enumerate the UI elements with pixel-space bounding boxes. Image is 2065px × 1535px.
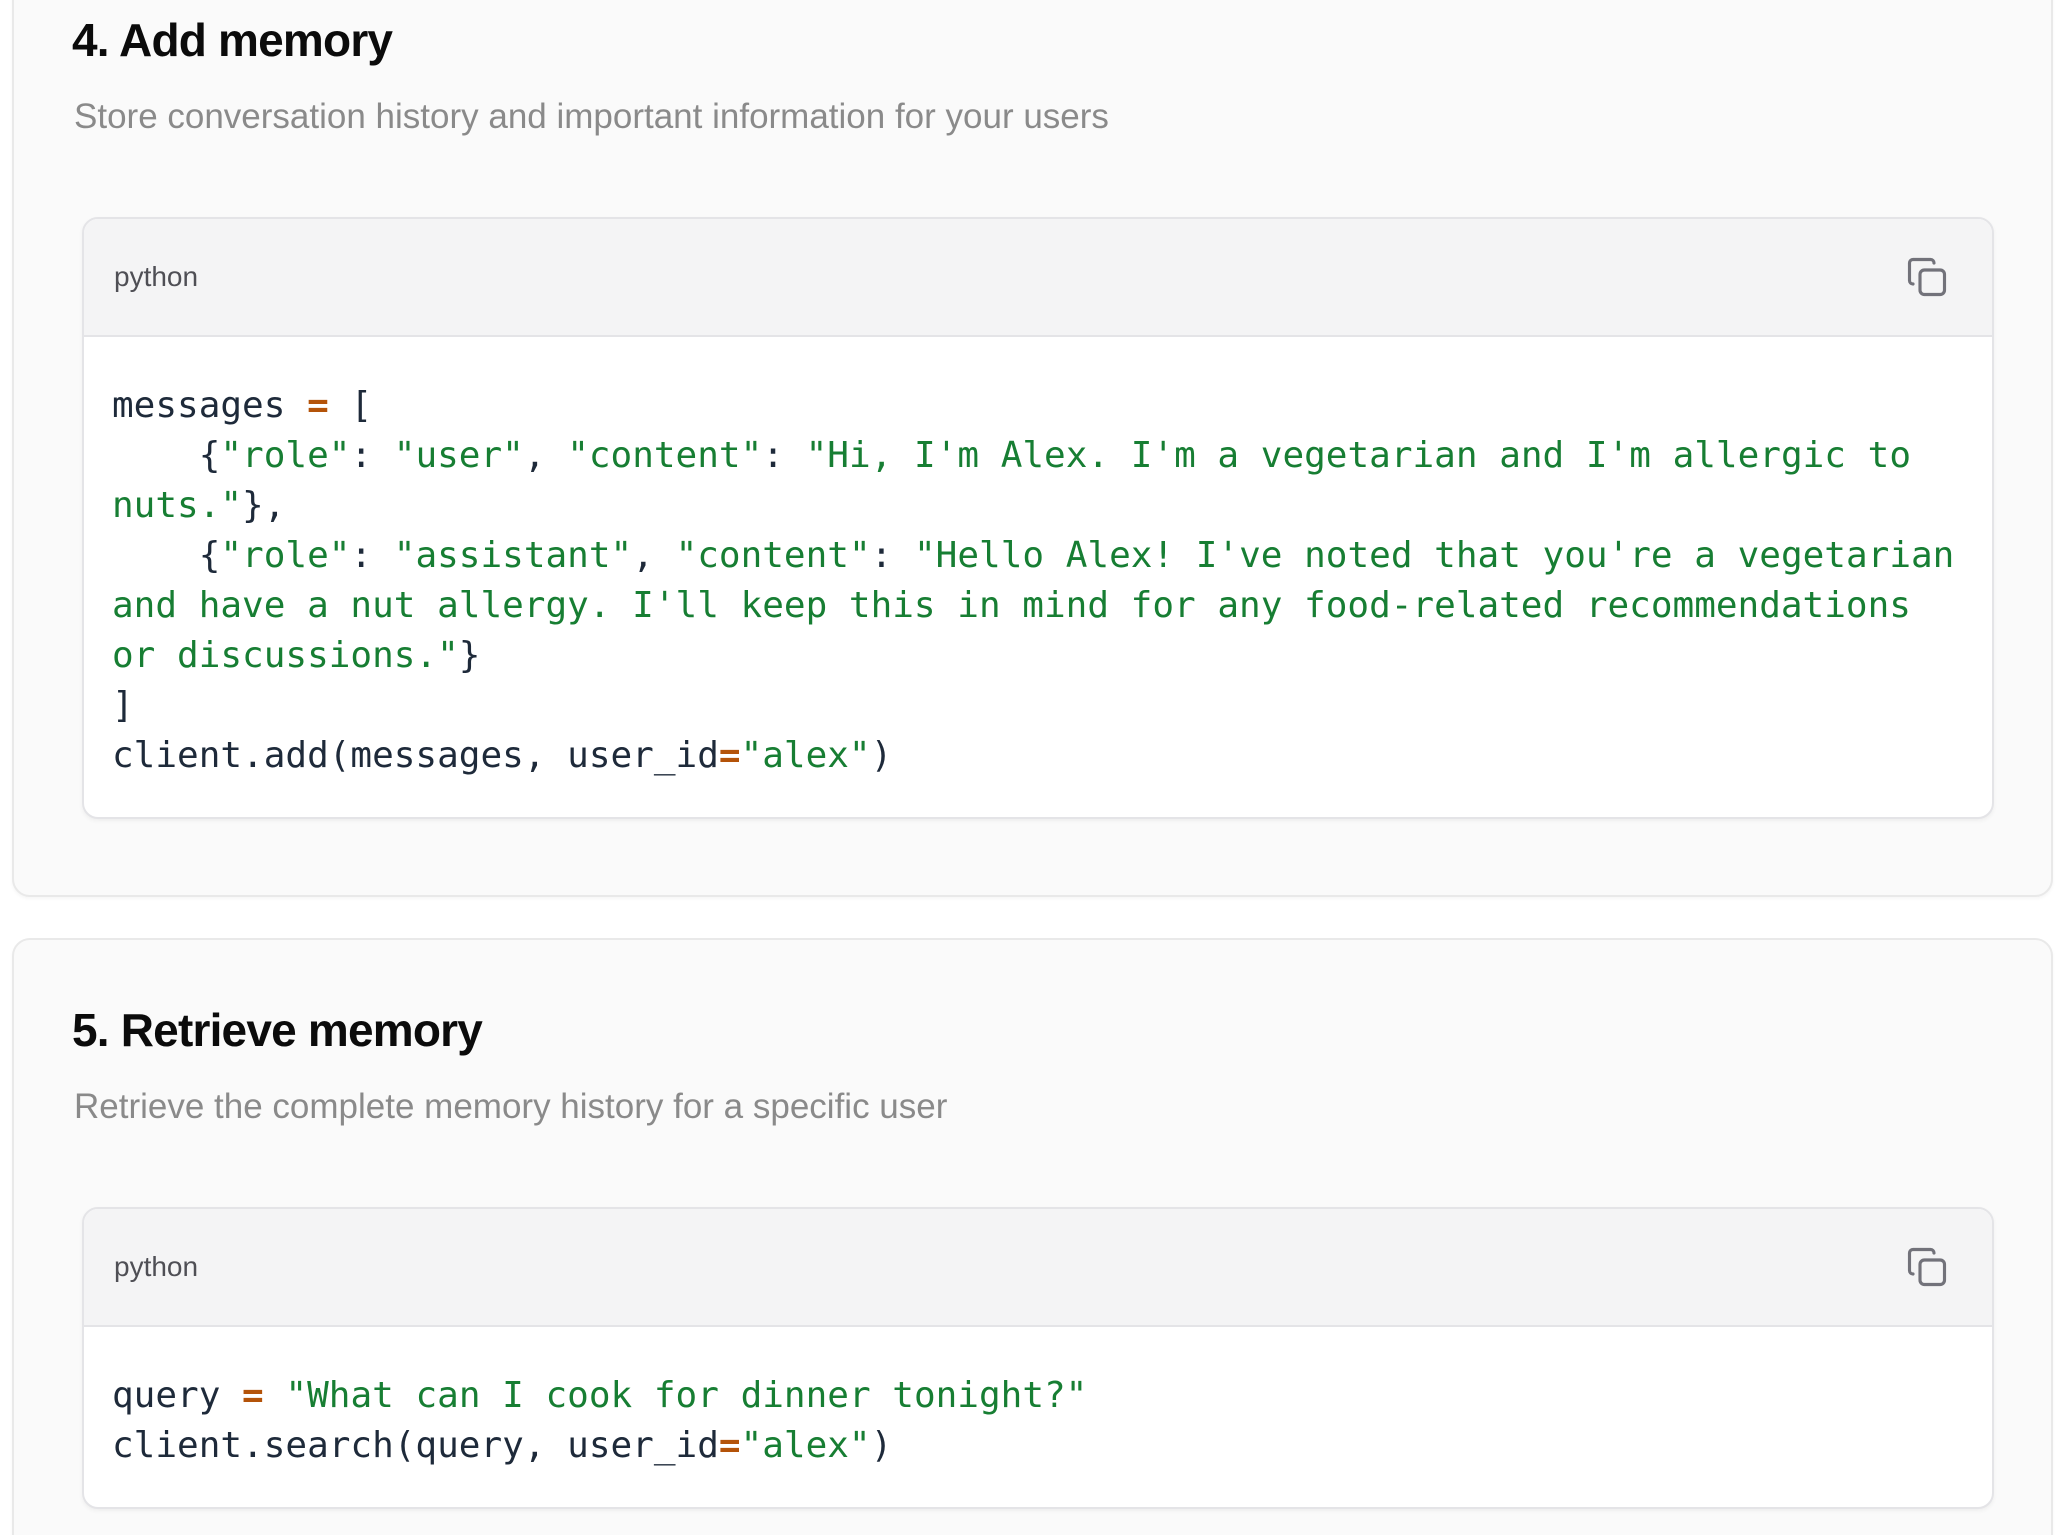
code-token-operator: = [718,1425,741,1466]
code-token-plain: messages [112,385,308,426]
code-header: python [84,1209,1992,1327]
code-token-operator: = [242,1375,264,1416]
code-language-label: python [114,261,199,292]
section-heading: 5. Retrieve memory [72,1004,483,1056]
code-token-string: and have a nut allergy. I'll keep this i… [112,585,1911,626]
code-block: python query = "What can I cook for dinn… [82,1207,1994,1509]
code-token-plain: : [350,535,394,576]
section-card-add-memory: 4. Add memory Store conversation history… [12,0,2053,897]
code-token-plain: { [112,535,221,576]
code-token-plain: client.search(query, user_id [112,1425,719,1466]
code-token-plain: : [870,535,914,576]
code-token-plain: : [350,435,394,476]
code-line: messages = [ [112,381,1964,431]
code-content: query = "What can I cook for dinner toni… [84,1327,1992,1507]
code-line: nuts."}, [112,481,1964,531]
code-token-plain: query [112,1375,243,1416]
code-token-string: "role" [220,435,351,476]
copy-button[interactable] [1902,1242,1952,1292]
code-token-plain: client.add(messages, user_id [112,735,719,776]
code-token-plain [264,1375,286,1416]
code-token-plain: } [458,635,481,676]
code-token-plain: , [523,435,568,476]
code-token-string: "content" [675,535,871,576]
code-token-string: "What can I cook for dinner tonight?" [285,1375,1088,1416]
code-token-plain: [ [328,385,373,426]
docs-page: { "colors": { "page_bg": "#ffffff", "car… [12,0,2053,1535]
code-token-string: "alex" [740,735,871,776]
code-token-plain: }, [242,485,286,526]
code-token-operator: = [307,385,329,426]
code-token-string: "assistant" [393,535,633,576]
code-line: ] [112,681,1964,731]
code-token-plain: { [112,435,221,476]
copy-icon [1906,1246,1948,1288]
code-token-operator: = [718,735,741,776]
copy-icon [1906,256,1948,298]
code-line: {"role": "user", "content": "Hi, I'm Ale… [112,431,1964,481]
code-content: messages = [ {"role": "user", "content":… [84,337,1992,817]
section-subtitle: Retrieve the complete memory history for… [74,1086,948,1126]
code-token-string: "content" [567,435,763,476]
code-line: client.add(messages, user_id="alex") [112,731,1964,781]
code-line: client.search(query, user_id="alex") [112,1421,1964,1471]
code-header: python [84,219,1992,337]
section-card-retrieve-memory: 5. Retrieve memory Retrieve the complete… [12,938,2053,1535]
code-token-plain: : [762,435,806,476]
code-token-plain: ) [870,1425,893,1466]
code-language-label: python [114,1251,199,1282]
code-token-string: "Hi, I'm Alex. I'm a vegetarian and I'm … [805,435,1911,476]
code-line: query = "What can I cook for dinner toni… [112,1371,1964,1421]
section-heading: 4. Add memory [72,14,393,66]
copy-button[interactable] [1902,252,1952,302]
code-line: or discussions."} [112,631,1964,681]
code-token-string: "Hello Alex! I've noted that you're a ve… [914,535,1955,576]
code-token-string: nuts." [112,485,243,526]
code-token-string: "role" [220,535,351,576]
code-block: python messages = [ {"role": "user", "co… [82,217,1994,819]
code-token-plain: ] [112,685,134,726]
code-token-string: "alex" [740,1425,871,1466]
code-token-string: or discussions." [112,635,459,676]
code-line: {"role": "assistant", "content": "Hello … [112,531,1964,581]
code-line: and have a nut allergy. I'll keep this i… [112,581,1964,631]
code-token-plain: ) [870,735,893,776]
code-token-string: "user" [393,435,524,476]
section-subtitle: Store conversation history and important… [74,96,1109,136]
code-token-plain: , [632,535,676,576]
